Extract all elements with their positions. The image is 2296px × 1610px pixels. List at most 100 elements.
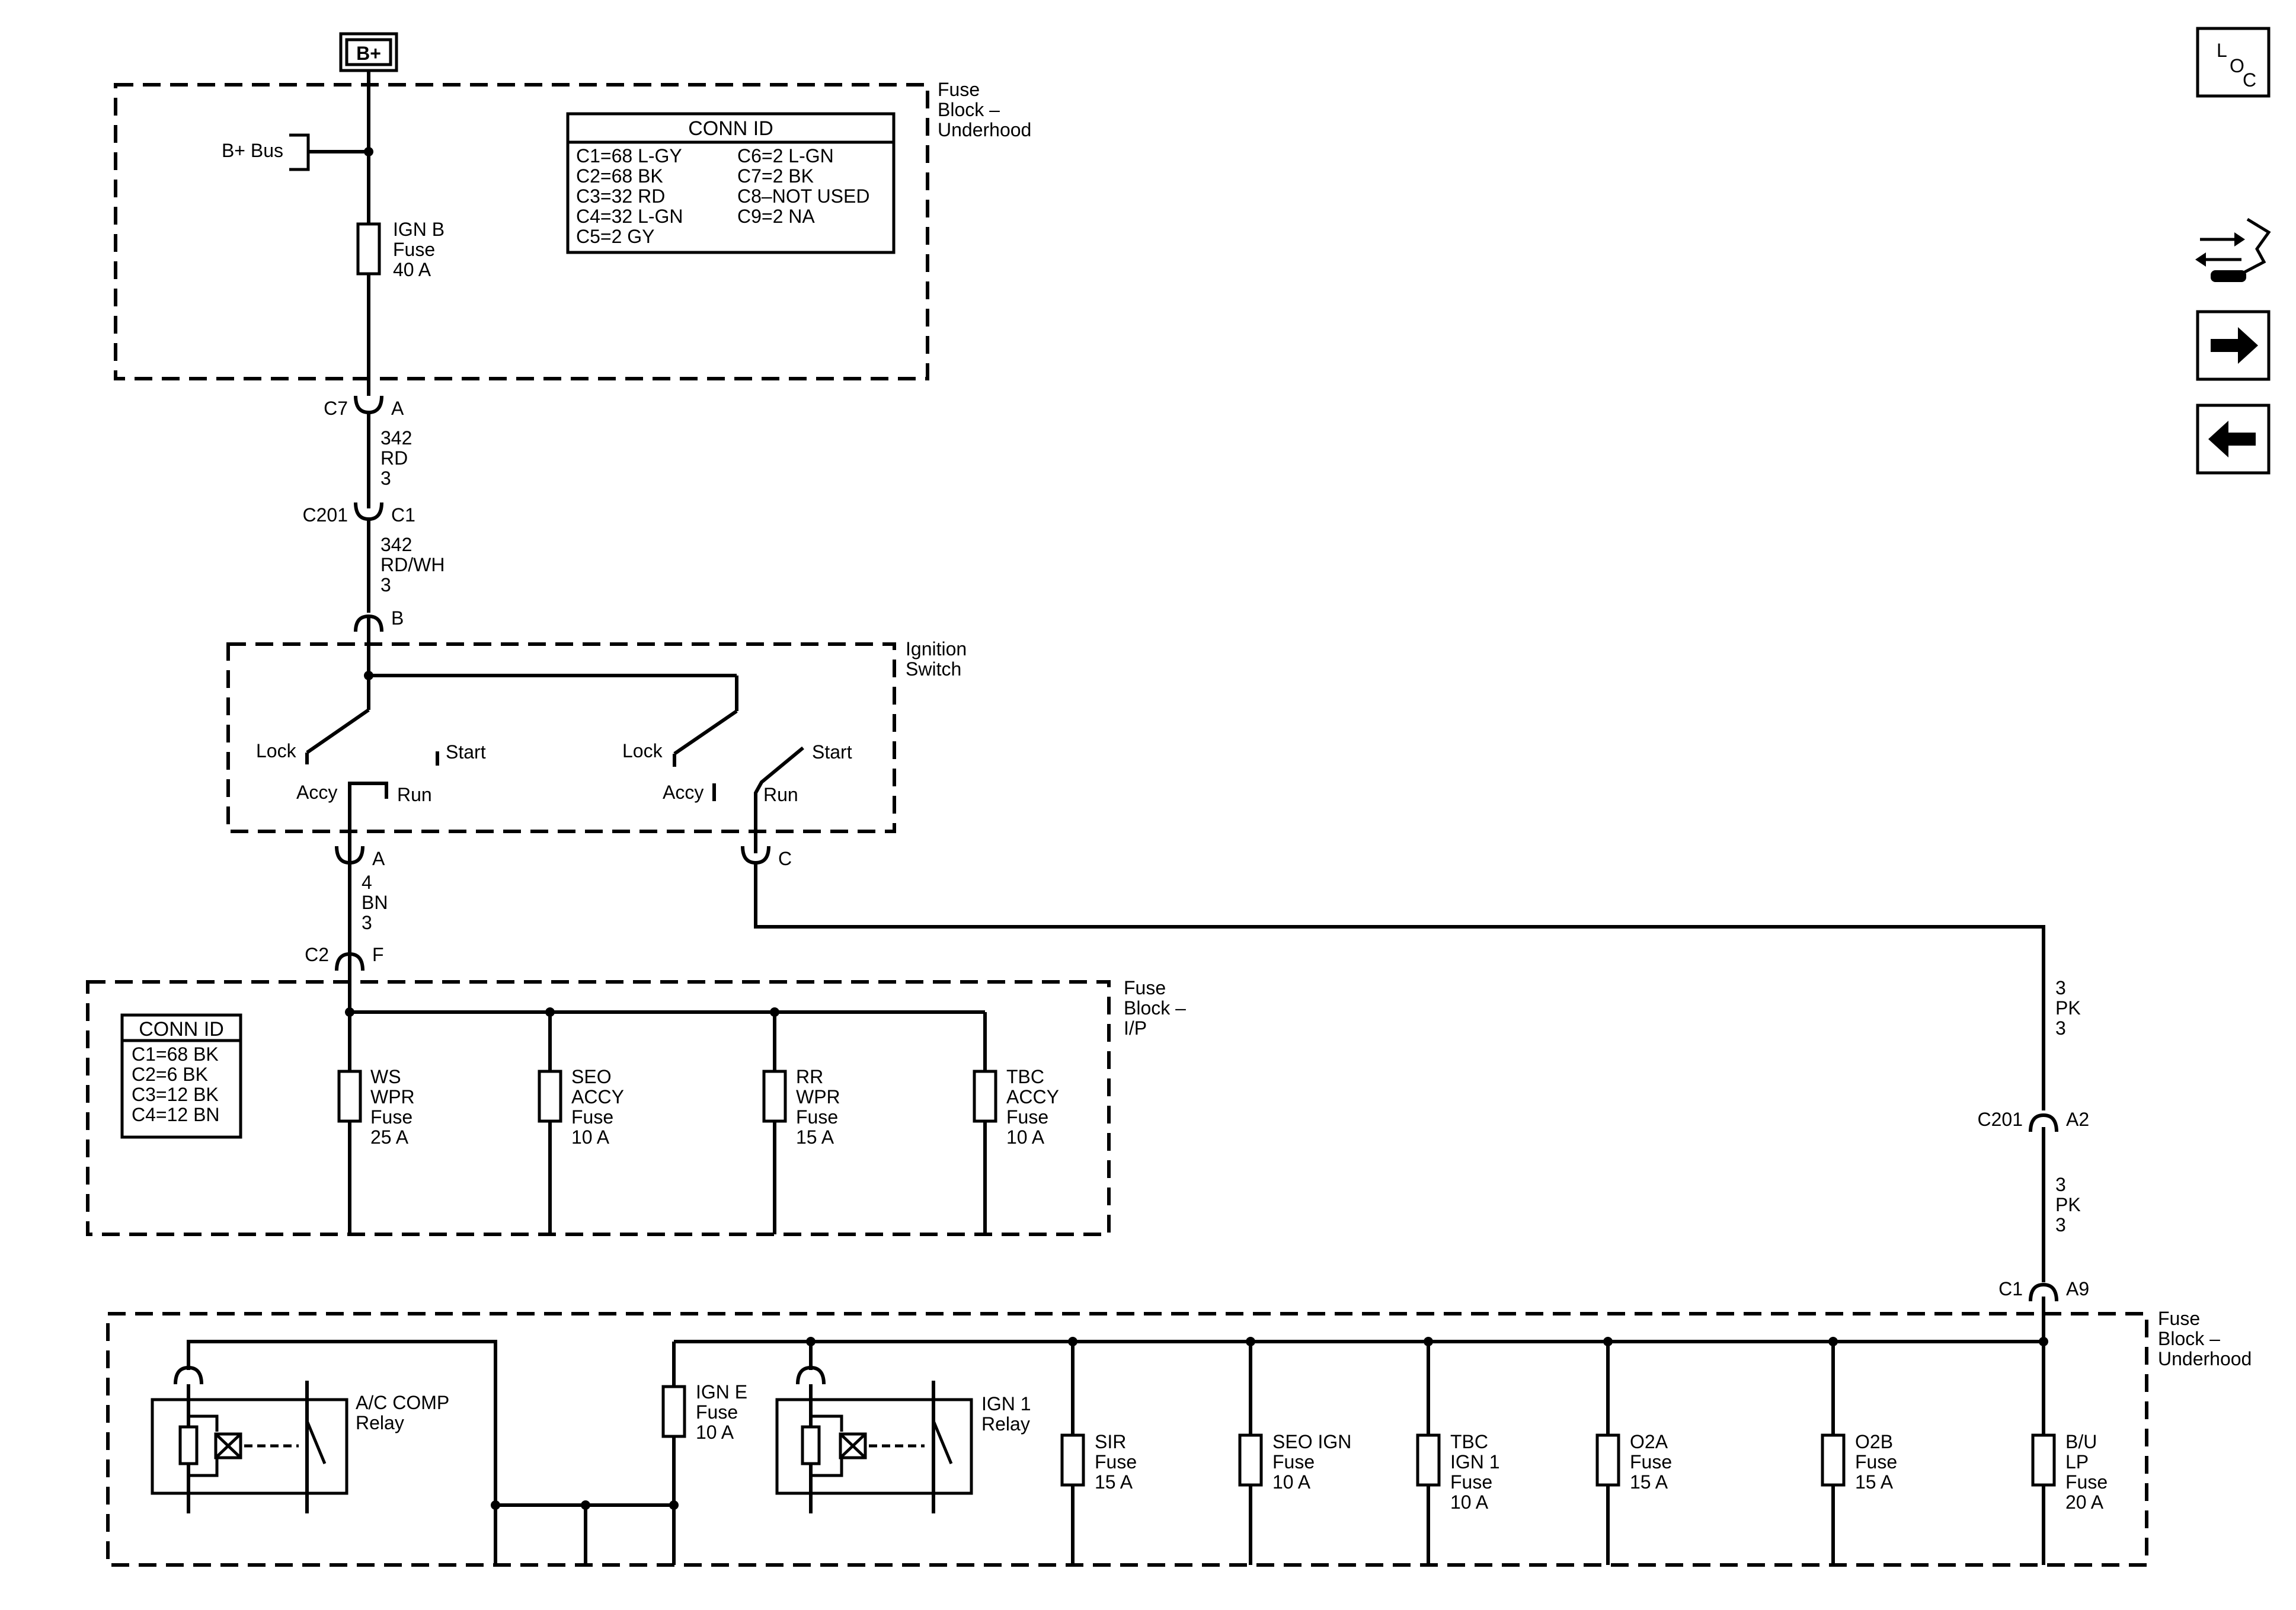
svg-text:B: B: [391, 607, 404, 629]
fuse-block-underhood-top: Fuse Block – Underhood B+ Bus IGN B Fuse…: [114, 79, 1031, 380]
ign1-relay-label: IGN 1 Relay: [981, 1393, 1036, 1435]
arrow-left-icon: [2208, 421, 2256, 457]
ip-block-title: Fuse Block – I/P: [1124, 977, 1191, 1039]
left-run-label: Run: [397, 784, 432, 805]
component-locator-button[interactable]: L O C: [2196, 27, 2271, 98]
left-start-label: Start: [446, 741, 486, 763]
previous-page-button[interactable]: [2196, 404, 2271, 475]
wire-4-bn-label: 4 BN 3: [362, 872, 393, 933]
ignition-switch: Ignition Switch Lock Start Accy Run Lock…: [226, 638, 972, 841]
wire-342-rdwh-label: 342 RD/WH 3: [380, 534, 450, 596]
svg-text:C201: C201: [303, 504, 348, 526]
svg-text:A2: A2: [2066, 1109, 2089, 1130]
loc-o-letter: O: [2230, 55, 2244, 76]
right-run-label: Run: [763, 784, 798, 805]
tbc-ign1-fuse-label: TBC IGN 1 Fuse 10 A: [1450, 1431, 1505, 1513]
svg-text:C1: C1: [391, 504, 415, 526]
ws-wpr-fuse-label: WS WPR Fuse 25 A: [370, 1066, 420, 1148]
bu-lp-fuse-label: B/U LP Fuse 20 A: [2065, 1431, 2113, 1513]
svg-text:C: C: [778, 848, 792, 869]
seo-accy-fuse: [538, 1070, 562, 1123]
connector-c1-a9: C1 A9: [1998, 1278, 2089, 1343]
seo-ign-fuse-label: SEO IGN Fuse 10 A: [1272, 1431, 1357, 1493]
svg-text:CONN ID: CONN ID: [139, 1018, 224, 1041]
ac-comp-relay-label: A/C COMP Relay: [356, 1392, 455, 1433]
ip-conn-id-table: CONN ID C1=68 BK C2=6 BK C3=12 BK C4=12 …: [120, 1013, 242, 1139]
fuse-block-ip: Fuse Block – I/P CONN ID C1=68 BK C2=6 B…: [86, 977, 1191, 1236]
o2b-fuse: [1821, 1433, 1846, 1487]
ignition-switch-title: Ignition Switch: [906, 638, 972, 680]
seo-accy-fuse-label: SEO ACCY Fuse 10 A: [571, 1066, 629, 1148]
underhood-top-title: Fuse Block – Underhood: [938, 79, 1031, 140]
right-start-label: Start: [812, 741, 852, 763]
o2a-fuse-label: O2A Fuse 15 A: [1630, 1431, 1677, 1493]
wire-3-pk-label-lower: 3 PK 3: [2055, 1174, 2086, 1235]
connector-c201-a2: C201 A2: [1978, 1109, 2089, 1148]
arrow-right-icon: [2211, 327, 2258, 364]
svg-text:C5=2 GY: C5=2 GY: [576, 226, 655, 247]
ignition-pin-c: C: [741, 841, 792, 869]
ws-wpr-fuse: [337, 1070, 362, 1123]
o2b-fuse-label: O2B Fuse 15 A: [1855, 1431, 1902, 1493]
svg-text:A9: A9: [2066, 1278, 2089, 1299]
right-accy-label: Accy: [663, 782, 703, 803]
seo-ign-fuse: [1238, 1433, 1263, 1487]
b-plus-label: B+: [356, 43, 381, 64]
ign-b-fuse-label: IGN B Fuse 40 A: [393, 219, 450, 280]
underhood-conn-id-table: CONN ID C1=68 L-GY C2=68 BK C3=32 RD C4=…: [566, 112, 896, 254]
svg-text:C3=32 RD: C3=32 RD: [576, 185, 665, 207]
sir-fuse: [1060, 1433, 1085, 1487]
svg-text:C7=2 BK: C7=2 BK: [737, 165, 814, 187]
ign-e-fuse-label: IGN E Fuse 10 A: [696, 1381, 753, 1443]
connector-c201-c1: C201 C1: [303, 495, 415, 526]
ign1-relay: IGN 1 Relay: [775, 1342, 1036, 1513]
svg-text:C4=12 BN: C4=12 BN: [132, 1104, 220, 1125]
svg-text:C2=6 BK: C2=6 BK: [132, 1064, 208, 1085]
wire-342-rd-label: 342 RD 3: [380, 427, 417, 489]
connector-c2-f: C2 F: [305, 944, 384, 1012]
o2a-fuse: [1595, 1433, 1620, 1487]
b-plus-bus-label: B+ Bus: [222, 140, 283, 161]
ac-comp-relay: A/C COMP Relay: [151, 1340, 497, 1513]
tbc-accy-fuse-label: TBC ACCY Fuse 10 A: [1006, 1066, 1064, 1148]
b-plus-source: B+: [339, 32, 398, 72]
ign-e-fuse: [661, 1385, 686, 1438]
svg-text:F: F: [372, 944, 384, 965]
svg-text:C3=12 BK: C3=12 BK: [132, 1084, 219, 1105]
b-plus-bus-bracket: [289, 133, 310, 171]
svg-text:C6=2 L-GN: C6=2 L-GN: [737, 145, 834, 167]
sir-fuse-label: SIR Fuse 15 A: [1095, 1431, 1142, 1493]
svg-text:A: A: [372, 848, 385, 869]
svg-text:C1: C1: [1998, 1278, 2023, 1299]
svg-text:C9=2 NA: C9=2 NA: [737, 206, 815, 227]
svg-text:C1=68 BK: C1=68 BK: [132, 1044, 219, 1065]
svg-text:C4=32 L-GN: C4=32 L-GN: [576, 206, 683, 227]
fuse-block-underhood-bottom: Fuse Block – Underhood: [106, 1308, 2252, 1567]
ignition-pin-a: A: [335, 841, 385, 869]
conn-id-title: CONN ID: [688, 117, 773, 140]
diagnostic-tool-icon[interactable]: [2195, 217, 2271, 282]
svg-text:C1=68 L-GY: C1=68 L-GY: [576, 145, 682, 167]
svg-text:A: A: [391, 398, 404, 419]
rr-wpr-fuse-label: RR WPR Fuse 15 A: [796, 1066, 846, 1148]
right-lock-label: Lock: [622, 740, 663, 761]
connector-c7: C7 A: [324, 395, 404, 495]
underhood-bottom-title: Fuse Block – Underhood: [2158, 1308, 2252, 1369]
svg-text:C2=68 BK: C2=68 BK: [576, 165, 663, 187]
next-page-button[interactable]: [2196, 310, 2271, 381]
svg-text:C8–NOT USED: C8–NOT USED: [737, 185, 869, 207]
tbc-accy-fuse: [973, 1070, 997, 1123]
svg-text:C201: C201: [1978, 1109, 2023, 1130]
bu-lp-fuse: [2031, 1433, 2056, 1487]
wire-3-pk-label-upper: 3 PK 3: [2055, 977, 2086, 1039]
wire-3-pk-run: [754, 863, 2045, 1110]
left-accy-label: Accy: [296, 782, 337, 803]
loc-l-letter: L: [2217, 40, 2227, 61]
ign-b-fuse: [356, 222, 381, 276]
left-lock-label: Lock: [256, 740, 297, 761]
ignition-pin-b: B: [354, 607, 404, 676]
svg-text:C2: C2: [305, 944, 329, 965]
rr-wpr-fuse: [762, 1070, 787, 1123]
tbc-ign1-fuse: [1416, 1433, 1441, 1487]
